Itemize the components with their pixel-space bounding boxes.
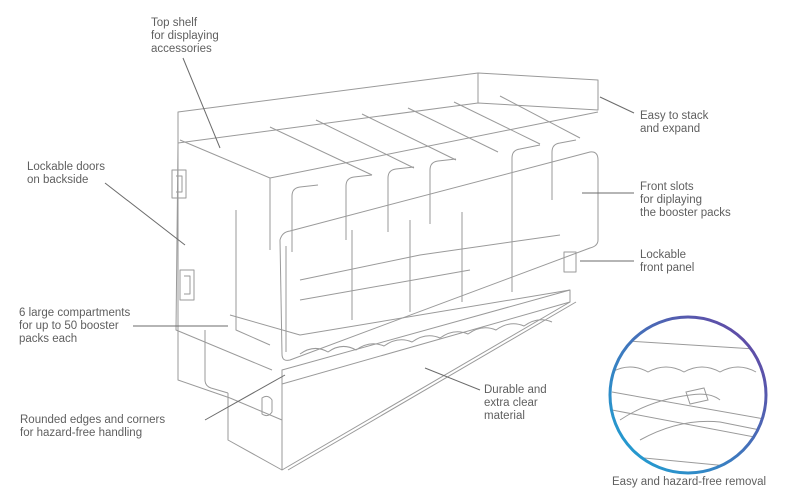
callout-rounded-edges: Rounded edges and corners for hazard-fre… [20,414,166,439]
callout-lockable-doors: Lockable doors on backside [27,161,105,186]
case-sketch [171,72,599,471]
leader-material [424,367,481,391]
callout-removal: Easy and hazard-free removal [612,476,767,488]
callout-compartments: 6 large compartments for up to 50 booste… [19,307,131,345]
callout-front-panel: Lockable front panel [640,249,695,274]
leader-doors [104,182,186,246]
leader-lines [104,57,635,421]
callout-front-slots: Front slots for diplaying the booster pa… [640,181,731,219]
callout-material: Durable and extra clear material [484,384,547,422]
callout-stack: Easy to stack and expand [640,110,709,135]
leader-rounded [204,374,286,421]
leader-top-shelf [182,57,221,149]
leader-stack [599,96,635,114]
callout-top-shelf: Top shelf for displaying accessories [151,17,219,55]
zoom-detail [608,315,768,475]
